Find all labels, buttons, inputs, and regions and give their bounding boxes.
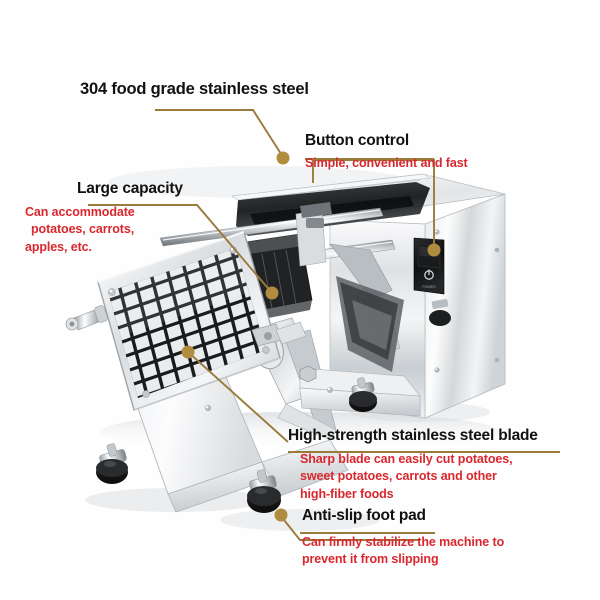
callout-blade-line-2: sweet potatoes, carrots and other bbox=[300, 469, 497, 484]
foot-pad-front-left bbox=[96, 443, 128, 484]
foot-pad-rear-right bbox=[349, 377, 377, 412]
callout-material-title: 304 food grade stainless steel bbox=[80, 80, 309, 98]
callout-large-capacity-line-2: potatoes, carrots, bbox=[31, 222, 135, 237]
callout-button-control-body: Simple, convenient and fast bbox=[305, 155, 468, 172]
foot-pad-front-center bbox=[247, 469, 281, 513]
callout-large-capacity-title: Large capacity bbox=[77, 180, 183, 197]
callout-foot-pad-title: Anti-slip foot pad bbox=[302, 507, 426, 524]
callout-large-capacity-line-1: Can accommodate bbox=[25, 205, 135, 219]
callout-button-control: Button control Simple, convenient and fa… bbox=[305, 132, 468, 172]
foot-pad-rear-far bbox=[429, 298, 451, 326]
callout-foot-pad: Anti-slip foot pad Can firmly stabilize … bbox=[302, 507, 504, 569]
callout-blade-line-3: high-fiber foods bbox=[300, 486, 394, 501]
callout-blade-body: Sharp blade can easily cut potatoes, swe… bbox=[300, 451, 538, 503]
callout-large-capacity-line-3: apples, etc. bbox=[25, 239, 92, 254]
callout-blade-title: High-strength stainless steel blade bbox=[288, 427, 538, 444]
callout-button-control-title: Button control bbox=[305, 132, 409, 149]
callout-large-capacity: Large capacity Can accommodate potatoes,… bbox=[25, 180, 183, 256]
callout-button-control-line-1: Simple, convenient and fast bbox=[305, 156, 468, 170]
callout-blade-line-1: Sharp blade can easily cut potatoes, bbox=[300, 452, 513, 466]
callout-foot-pad-body: Can firmly stabilize the machine to prev… bbox=[302, 534, 504, 569]
svg-text:POWER: POWER bbox=[422, 285, 436, 289]
callout-blade: High-strength stainless steel blade Shar… bbox=[288, 427, 538, 503]
callout-foot-pad-line-2: prevent it from slipping bbox=[302, 552, 439, 567]
callout-large-capacity-body: Can accommodate potatoes, carrots, apple… bbox=[25, 204, 183, 256]
callout-foot-pad-line-1: Can firmly stabilize the machine to bbox=[302, 535, 505, 549]
callout-material: 304 food grade stainless steel bbox=[80, 80, 309, 99]
